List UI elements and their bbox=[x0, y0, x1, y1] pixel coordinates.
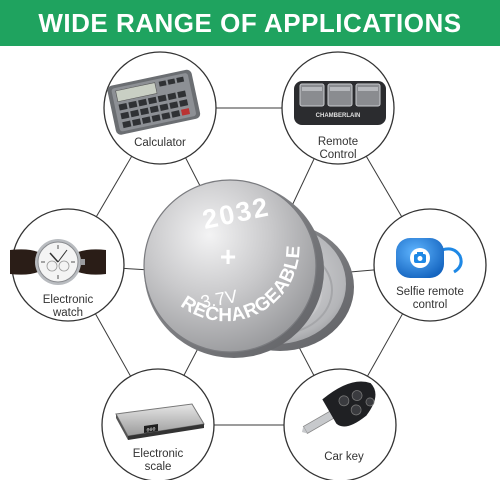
battery-polarity: + bbox=[220, 241, 236, 272]
title-banner: WIDE RANGE OF APPLICATIONS bbox=[0, 0, 500, 46]
label-remote-control-line-2: Control bbox=[319, 149, 357, 161]
selfie-remote-icon bbox=[396, 238, 463, 278]
label-car-key-line-1: Car key bbox=[324, 451, 364, 463]
label-electronic-scale-line-1: Electronic bbox=[132, 448, 184, 460]
label-selfie-remote-line-2: control bbox=[412, 299, 448, 311]
calculator-icon bbox=[107, 69, 201, 135]
svg-text:000: 000 bbox=[147, 426, 156, 433]
label-remote-control: Remote Control bbox=[278, 136, 398, 162]
battery-coins bbox=[143, 179, 354, 358]
label-selfie-remote-line-1: Selfie remote bbox=[396, 286, 464, 298]
label-car-key: Car key bbox=[284, 451, 404, 464]
label-selfie-remote: Selfie remote control bbox=[368, 286, 492, 312]
label-electronic-watch-line-2: watch bbox=[52, 307, 84, 319]
label-remote-control-line-1: Remote bbox=[317, 136, 359, 148]
label-electronic-watch-line-1: Electronic bbox=[42, 294, 94, 306]
label-electronic-scale-line-2: scale bbox=[144, 461, 172, 473]
garage-remote-icon: CHAMBERLAIN bbox=[294, 81, 386, 125]
car-key-icon bbox=[301, 381, 376, 435]
remote-brand: CHAMBERLAIN bbox=[316, 113, 361, 119]
kitchen-scale-icon: 000 bbox=[115, 403, 205, 440]
wristwatch-icon bbox=[10, 239, 106, 285]
banner-title: WIDE RANGE OF APPLICATIONS bbox=[38, 8, 462, 38]
label-electronic-scale: Electronic scale bbox=[98, 448, 218, 474]
label-calculator: Calculator bbox=[100, 137, 220, 150]
label-electronic-watch: Electronic watch bbox=[8, 294, 128, 320]
label-calculator-line-1: Calculator bbox=[134, 137, 186, 149]
battery-front-coin bbox=[143, 179, 324, 358]
